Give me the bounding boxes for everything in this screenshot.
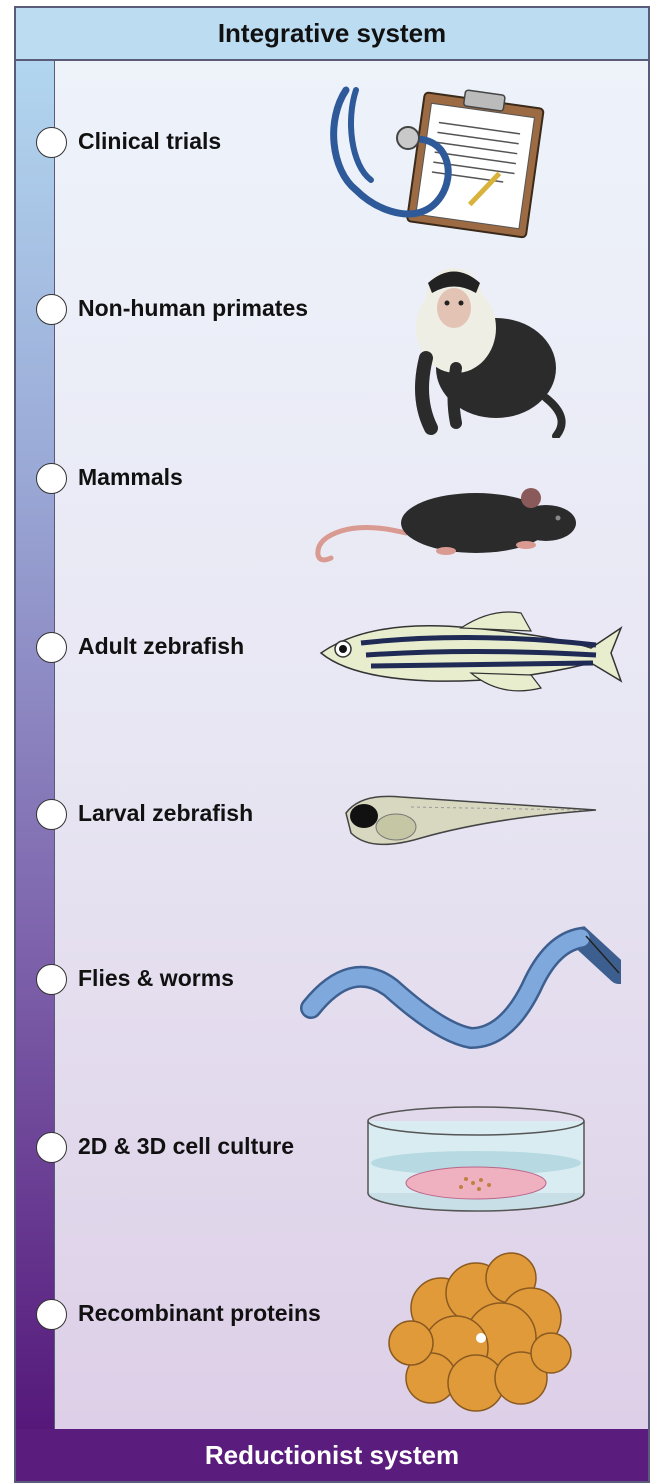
item-marker — [36, 632, 67, 663]
adult-zebrafish-icon — [311, 603, 631, 703]
larval-zebrafish-icon — [331, 783, 611, 863]
item-marker — [36, 1132, 67, 1163]
item-marker — [36, 964, 67, 995]
item-label: Flies & worms — [78, 965, 234, 992]
mouse-icon — [306, 473, 586, 568]
item-label: Clinical trials — [78, 128, 221, 155]
diagram-frame: Integrative system Clinical trials Non-h… — [14, 6, 650, 1483]
item-marker — [36, 463, 67, 494]
item-label: Larval zebrafish — [78, 800, 253, 827]
integrative-system-header: Integrative system — [16, 8, 648, 61]
item-label: Adult zebrafish — [78, 633, 244, 660]
petri-dish-icon — [361, 1103, 591, 1218]
gradient-axis-bar — [16, 61, 55, 1431]
header-title: Integrative system — [218, 18, 446, 49]
item-label: 2D & 3D cell culture — [78, 1133, 294, 1160]
stethoscope-clipboard-icon — [316, 80, 546, 240]
item-label: Recombinant proteins — [78, 1300, 321, 1327]
footer-title: Reductionist system — [205, 1440, 459, 1471]
item-marker — [36, 294, 67, 325]
worm-icon — [291, 918, 621, 1058]
monkey-icon — [396, 258, 576, 438]
item-label: Mammals — [78, 464, 183, 491]
reductionist-system-footer: Reductionist system — [16, 1429, 648, 1481]
item-marker — [36, 799, 67, 830]
protein-icon — [381, 1248, 581, 1423]
item-marker — [36, 127, 67, 158]
item-label: Non-human primates — [78, 295, 308, 322]
item-marker — [36, 1299, 67, 1330]
